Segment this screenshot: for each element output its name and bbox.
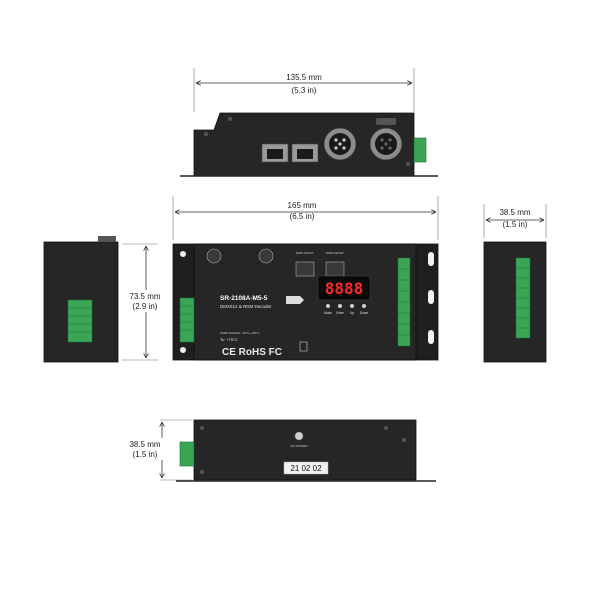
front-height-dimension: 73.5 mm (2.9 in): [122, 243, 164, 361]
bottom-height-in: (1.5 in): [133, 450, 158, 459]
right-housing: [483, 241, 547, 363]
front-width-in: (6.5 in): [290, 212, 315, 221]
enter-button-label: Enter: [336, 311, 345, 315]
bottom-height-mm: 38.5 mm: [129, 440, 160, 449]
up-button-label: Up: [350, 311, 354, 315]
bottom-view: 38.5 mm (1.5 in) QC PASSED 21 02 02: [126, 419, 436, 482]
front-terminal-left: [179, 297, 195, 343]
front-panel: [193, 243, 417, 361]
down-button[interactable]: [362, 304, 366, 308]
qc-label: QC PASSED: [290, 444, 308, 448]
rj45-pinout-icon: [325, 261, 345, 277]
right-side-view: 38.5 mm (1.5 in): [483, 204, 547, 363]
mode-button[interactable]: [326, 304, 330, 308]
right-width-dimension: 38.5 mm (1.5 in): [483, 204, 547, 238]
temp-range-label: TEMP RANGE: -30°C~+55°C: [220, 331, 260, 335]
mount-hole: [180, 347, 186, 353]
top-width-dimension: 135.5 mm (5.3 in): [193, 68, 415, 112]
front-width-mm: 165 mm: [288, 201, 317, 210]
right-width-mm: 38.5 mm: [499, 208, 530, 217]
xlr-port-female: [369, 118, 403, 161]
mount-slot: [428, 290, 434, 304]
mount-slot: [428, 252, 434, 266]
port-label-in: DMX IN/OUT: [296, 251, 314, 255]
weee-bin-icon: [299, 341, 308, 352]
qc-sticker-icon: [294, 431, 304, 441]
right-width-in: (1.5 in): [503, 220, 528, 229]
top-terminal-block: [413, 137, 427, 163]
xlr-port-male: [323, 127, 357, 161]
bottom-terminal-block: [179, 441, 195, 467]
rj45-pinout-icon: [295, 261, 315, 277]
mode-button-label: Mode: [324, 311, 332, 315]
left-side-view: 73.5 mm (2.9 in): [43, 236, 164, 363]
screw-icon: [384, 426, 388, 430]
screw-icon: [406, 162, 410, 166]
xlr-pinout-icon: [258, 248, 274, 264]
up-button[interactable]: [350, 304, 354, 308]
tc-label: Tc: +75°C: [220, 337, 238, 342]
port-label-out: DMX IN/OUT: [326, 251, 344, 255]
mount-slot: [428, 330, 434, 344]
left-terminal-block: [67, 299, 93, 343]
rj45-port-out: [291, 143, 319, 163]
top-width-mm: 135.5 mm: [286, 73, 322, 82]
screw-icon: [200, 426, 204, 430]
model-subtitle: DMX512 & RDM Decoder: [220, 304, 272, 309]
enter-button[interactable]: [338, 304, 342, 308]
certification-marks: CE RoHS FC: [222, 347, 282, 358]
brand-logo-icon: [286, 296, 304, 304]
front-view: 165 mm (6.5 in) DMX IN/OUT: [172, 196, 439, 361]
rj45-port-in: [261, 143, 289, 163]
screw-icon: [200, 470, 204, 474]
front-height-in: (2.9 in): [133, 302, 158, 311]
led-display: [317, 275, 371, 301]
serial-number: 21 02 02: [290, 464, 322, 473]
front-height-mm: 73.5 mm: [129, 292, 160, 301]
front-width-dimension: 165 mm (6.5 in): [172, 196, 439, 240]
display-digits: 8888: [325, 279, 364, 298]
left-top-tab: [98, 236, 116, 242]
top-view: 135.5 mm (5.3 in): [180, 68, 438, 177]
top-width-in: (5.3 in): [292, 86, 317, 95]
model-name: SR-2108A-M5-5: [220, 295, 268, 302]
xlr-pinout-icon: [206, 248, 222, 264]
bottom-height-dimension: 38.5 mm (1.5 in): [126, 419, 192, 481]
screw-icon: [204, 132, 208, 136]
screw-icon: [228, 117, 232, 121]
serial-sticker: [283, 461, 329, 475]
mount-hole: [180, 251, 186, 257]
screw-icon: [402, 438, 406, 442]
down-button-label: Down: [360, 311, 368, 315]
